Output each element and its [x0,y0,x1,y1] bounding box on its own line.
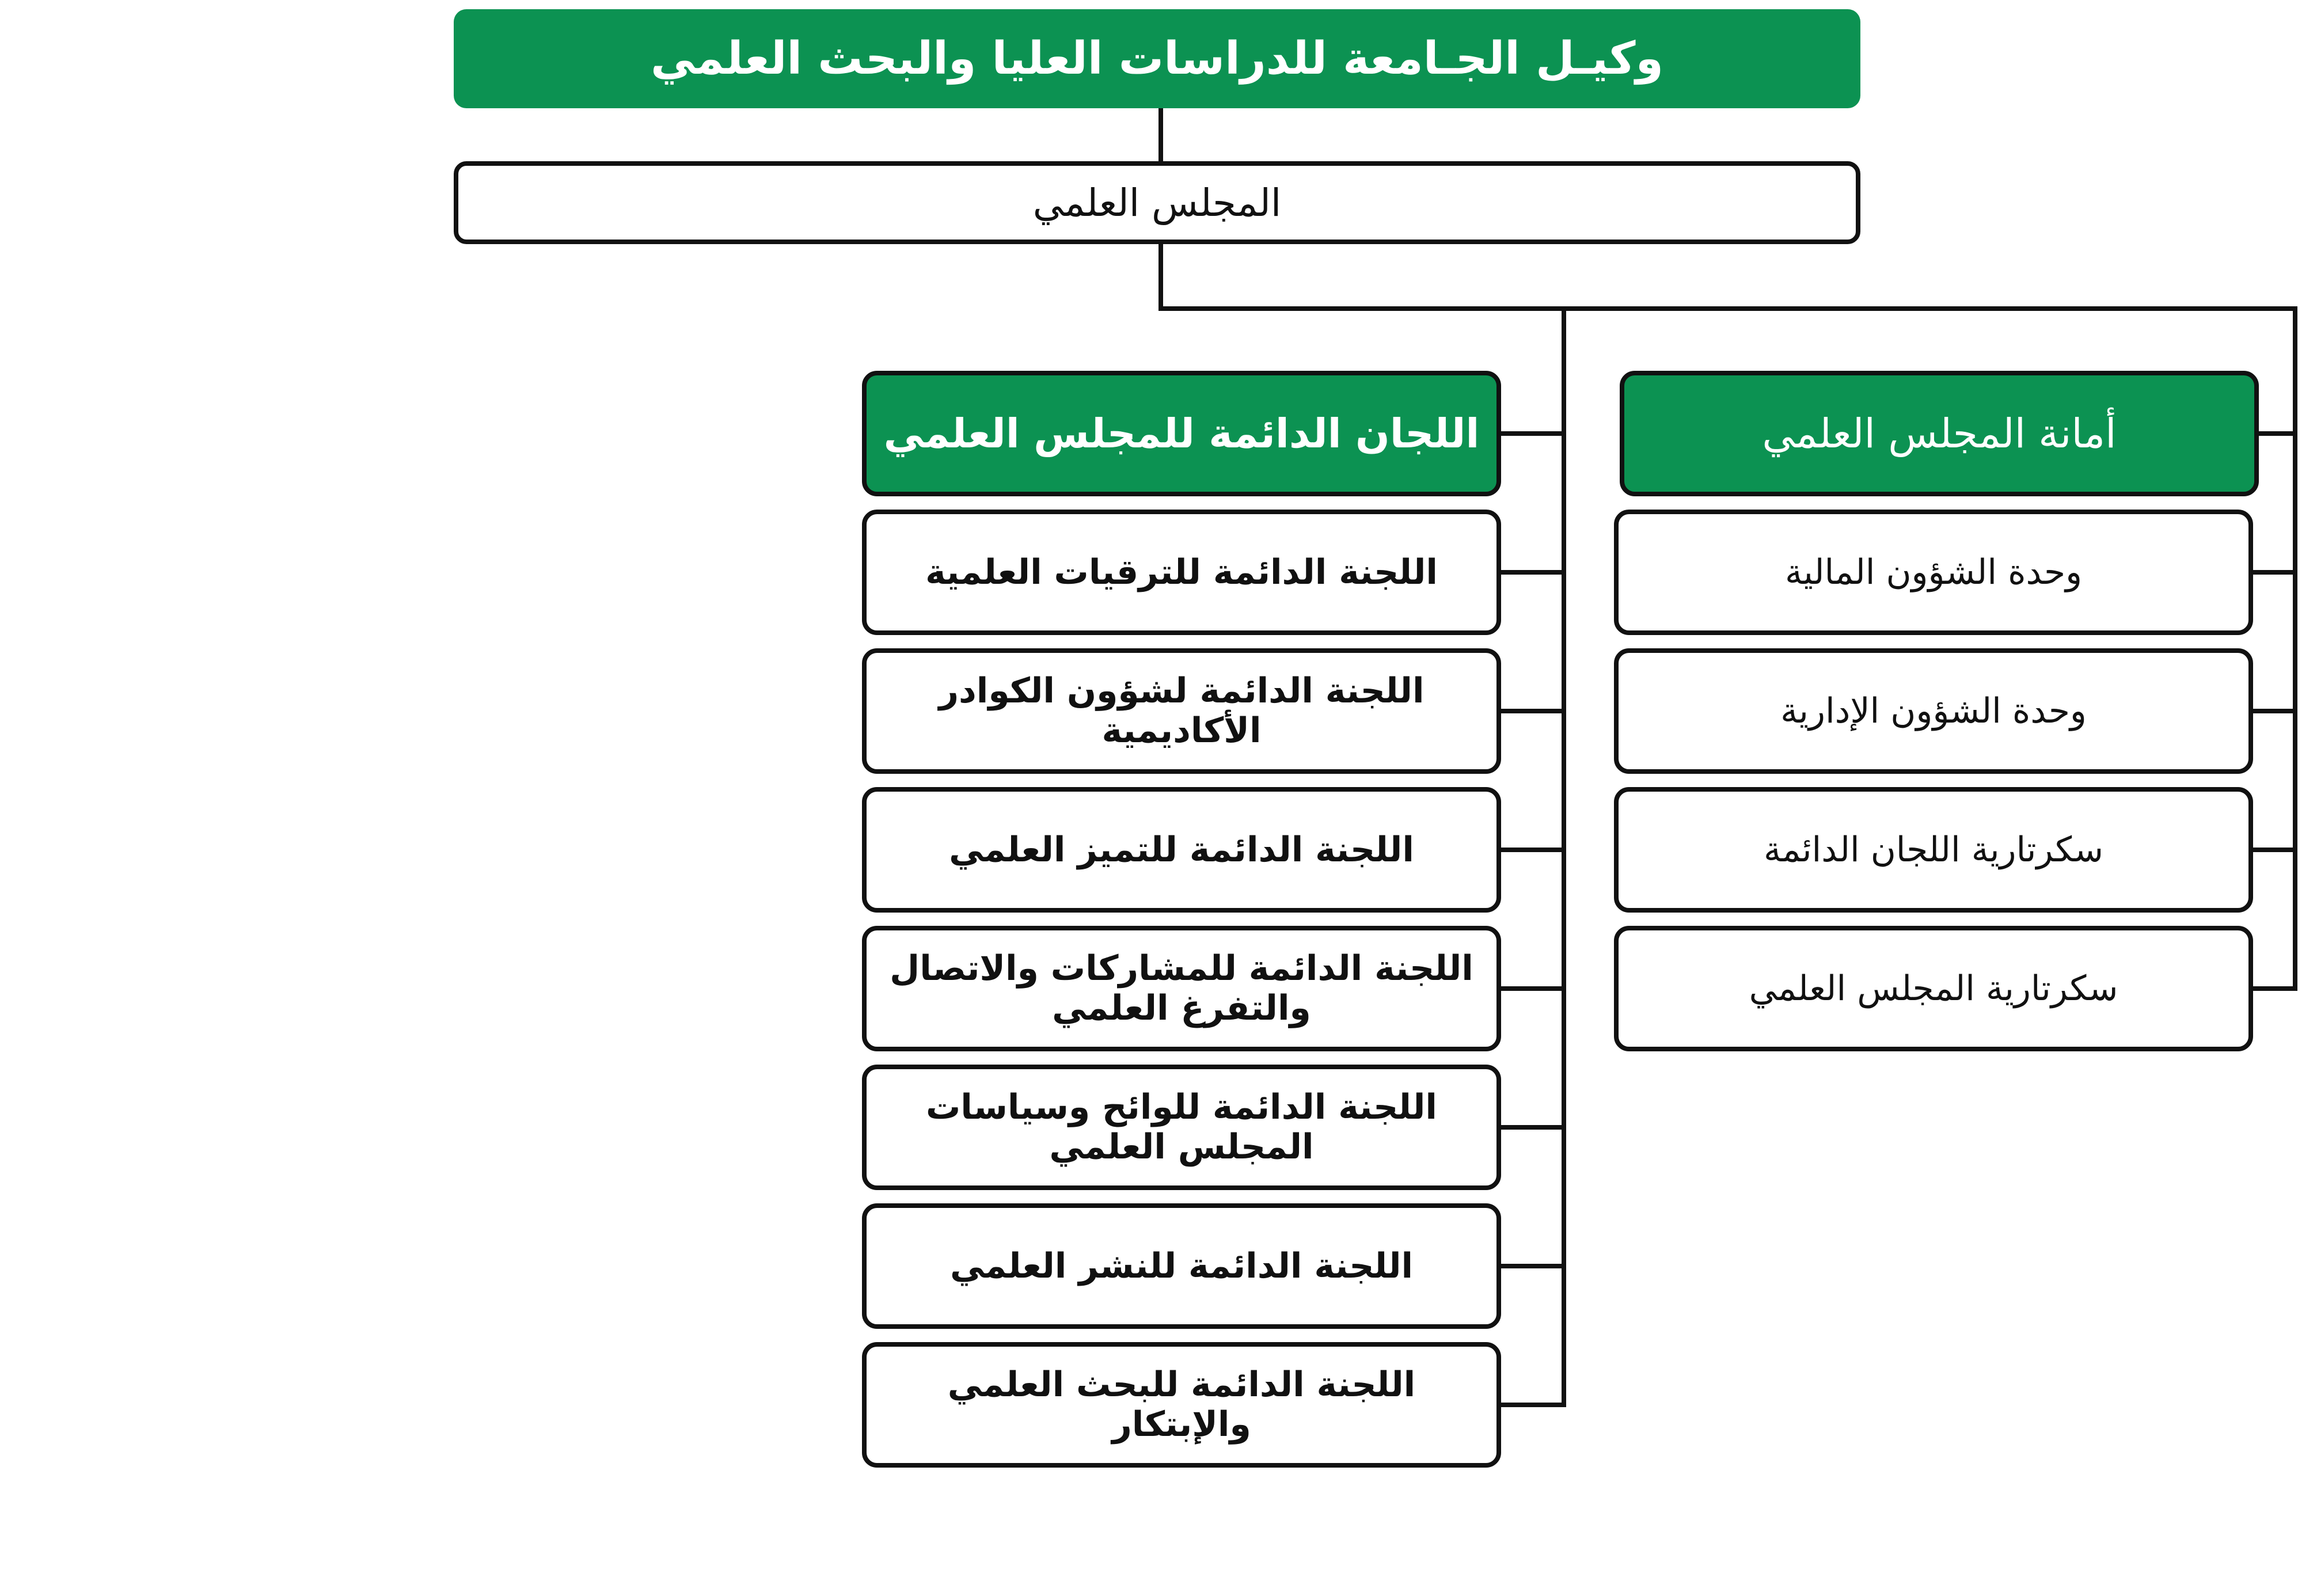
secretariat-unit-box: سكرتارية اللجان الدائمة [1614,787,2253,913]
committee-box: اللجنة الدائمة للمشاركات والاتصال والتفر… [862,926,1501,1051]
committee-box: اللجنة الدائمة لشؤون الكوادر الأكاديمية [862,648,1501,774]
committee-box: اللجنة الدائمة للتميز العلمي [862,787,1501,913]
secretariat-unit-box: وحدة الشؤون المالية [1614,510,2253,635]
standing-committees-header: اللجان الدائمة للمجلس العلمي [862,371,1501,496]
scientific-council-box: المجلس العلمي [454,161,1860,244]
secretariat-unit-box: وحدة الشؤون الإدارية [1614,648,2253,774]
committee-box: اللجنة الدائمة للوائح وسياسات المجلس الع… [862,1065,1501,1190]
committee-box: اللجنة الدائمة للترقيات العلمية [862,510,1501,635]
council-secretariat-header: أمانة المجلس العلمي [1620,371,2259,496]
secretariat-unit-box: سكرتارية المجلس العلمي [1614,926,2253,1051]
committee-box: اللجنة الدائمة للنشر العلمي [862,1203,1501,1329]
vice-president-box: وكيـل الجـامعة للدراسات العليا والبحث ال… [454,9,1860,108]
committee-box: اللجنة الدائمة للبحث العلمي والإبتكار [862,1342,1501,1468]
